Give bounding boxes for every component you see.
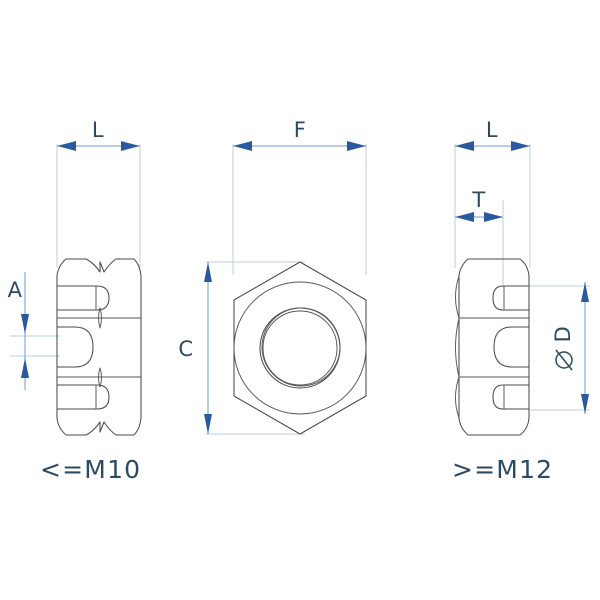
dimension-label-D: D bbox=[551, 326, 575, 343]
slot-lower bbox=[56, 384, 110, 410]
hexagon-nut-front bbox=[233, 261, 367, 435]
arrow-head-left-icon bbox=[57, 141, 76, 151]
right-nut-body bbox=[455, 258, 530, 436]
left-chamfer-bulge bbox=[455, 317, 460, 378]
left-view-group: L A bbox=[8, 118, 142, 484]
arrow-head-down-icon bbox=[21, 358, 29, 378]
arrow-head-top-icon bbox=[204, 262, 212, 282]
right-nut-outline bbox=[458, 258, 530, 436]
dimension-A: A bbox=[8, 272, 60, 390]
chamfer-marker-upper bbox=[98, 307, 102, 329]
left-chamfer-bulge-upper bbox=[455, 275, 460, 319]
dimension-D: D bbox=[530, 282, 590, 414]
arrow-head-left-icon bbox=[455, 141, 474, 151]
arrow-head-left-icon bbox=[233, 141, 252, 151]
right-view-group: L T bbox=[452, 118, 590, 484]
dimension-label-F: F bbox=[294, 118, 307, 142]
center-view-group: F C bbox=[178, 118, 367, 435]
chamfer-marker-lower bbox=[98, 367, 102, 388]
arrow-head-right-icon bbox=[484, 212, 503, 222]
diameter-symbol-icon bbox=[555, 349, 573, 371]
slot-lower bbox=[492, 384, 530, 410]
thread-mid-circle bbox=[261, 307, 341, 387]
dimension-L-left: L bbox=[56, 118, 141, 268]
arrow-head-right-icon bbox=[511, 141, 530, 151]
dimension-C: C bbox=[178, 261, 305, 435]
dimension-label-C: C bbox=[178, 337, 193, 361]
dimension-label-T: T bbox=[471, 188, 485, 212]
center-bore-notch bbox=[493, 326, 530, 368]
arrow-head-up-icon bbox=[21, 314, 29, 334]
slot-upper bbox=[56, 285, 110, 311]
hexagon-outline bbox=[233, 261, 367, 435]
slot-upper bbox=[492, 285, 530, 311]
dimension-label-A: A bbox=[8, 278, 23, 302]
dimension-F: F bbox=[232, 118, 367, 275]
arrow-head-bottom-icon bbox=[581, 394, 589, 414]
view-caption-left: <=M10 bbox=[40, 455, 141, 484]
dimension-label-L-left: L bbox=[92, 118, 104, 142]
left-chamfer-bulge-lower bbox=[455, 376, 460, 419]
dimension-T: T bbox=[454, 188, 504, 286]
thread-inner-circle bbox=[262, 310, 338, 386]
arrow-head-right-icon bbox=[347, 141, 366, 151]
arrow-head-bottom-icon bbox=[204, 414, 212, 434]
dimension-label-L-right: L bbox=[486, 118, 498, 142]
left-nut-outline bbox=[56, 258, 142, 436]
arrow-head-right-icon bbox=[121, 141, 140, 151]
left-nut-body bbox=[56, 258, 142, 436]
chamfer-circle bbox=[233, 281, 367, 415]
center-bore-notch bbox=[56, 326, 94, 368]
arrow-head-top-icon bbox=[581, 282, 589, 302]
view-caption-right: >=M12 bbox=[452, 455, 553, 484]
thread-outer-circle bbox=[259, 307, 341, 389]
arrow-head-left-icon bbox=[455, 212, 474, 222]
dimension-L-right: L bbox=[454, 118, 531, 268]
